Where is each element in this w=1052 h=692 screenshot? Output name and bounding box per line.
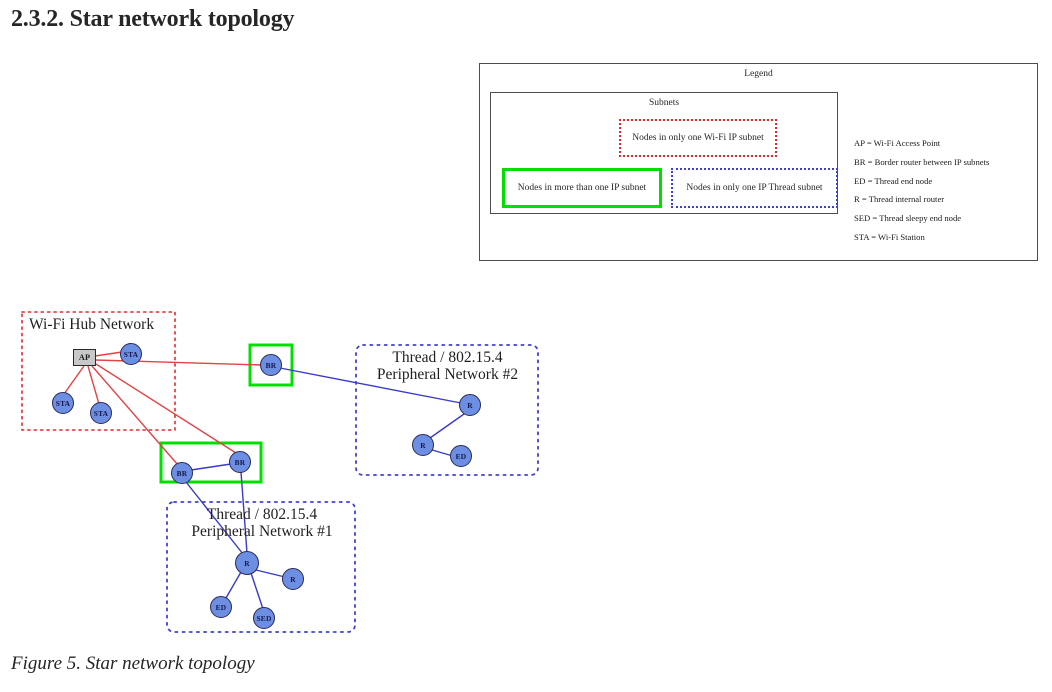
node-br-network-1-b[interactable]: BR	[229, 451, 251, 473]
node-r-network-2-a[interactable]: R	[459, 394, 481, 416]
node-ed-network-1[interactable]: ED	[210, 596, 232, 618]
abbreviation-item: STA = Wi-Fi Station	[854, 231, 925, 242]
legend-thread-ip-subnet-swatch: Nodes in only one IP Thread subnet	[671, 168, 838, 208]
node-ap[interactable]: AP	[73, 349, 96, 366]
subnets-panel: Subnets Nodes in only one Wi-Fi IP subne…	[490, 92, 838, 214]
node-sta-2[interactable]: STA	[52, 392, 74, 414]
node-sed-network-1[interactable]: SED	[253, 607, 275, 629]
node-sta-3[interactable]: STA	[90, 402, 112, 424]
node-r-network-2-b[interactable]: R	[412, 434, 434, 456]
multi-subnet-highlight-br-pair	[159, 441, 263, 484]
node-r-network-1-a[interactable]: R	[235, 551, 259, 575]
legend-multi-ip-subnet-swatch: Nodes in more than one IP subnet	[502, 168, 662, 208]
legend-title: Legend	[744, 69, 773, 79]
subnets-title: Subnets	[648, 98, 680, 108]
page-title: 2.3.2. Star network topology	[11, 6, 295, 32]
abbreviation-item: R = Thread internal router	[854, 194, 945, 205]
abbreviation-item: ED = Thread end node	[854, 175, 933, 186]
node-ed-network-2[interactable]: ED	[450, 445, 472, 467]
node-br-network-2[interactable]: BR	[260, 354, 282, 376]
group-box-thread-network-1	[166, 501, 356, 633]
abbreviation-item: BR = Border router between IP subnets	[854, 156, 990, 167]
network-topology-diagram: Wi-Fi Hub Network Thread / 802.15.4 Peri…	[0, 290, 580, 650]
thread-links	[185, 367, 465, 610]
node-br-network-1-a[interactable]: BR	[171, 462, 193, 484]
legend-thread-ip-subnet-label: Nodes in only one IP Thread subnet	[686, 182, 823, 193]
figure-caption: Figure 5. Star network topology	[11, 653, 255, 674]
legend-panel: Legend Subnets Nodes in only one Wi-Fi I…	[479, 63, 1038, 261]
topology-canvas	[21, 311, 539, 633]
legend-wifi-ip-subnet-label: Nodes in only one Wi-Fi IP subnet	[632, 132, 764, 143]
node-r-network-1-b[interactable]: R	[282, 568, 304, 590]
group-box-thread-network-2	[355, 344, 539, 476]
legend-abbreviation-list: AP = Wi-Fi Access Point BR = Border rout…	[854, 139, 1034, 252]
abbreviation-item: AP = Wi-Fi Access Point	[854, 138, 941, 148]
legend-wifi-ip-subnet-swatch: Nodes in only one Wi-Fi IP subnet	[619, 119, 777, 157]
abbreviation-item: SED = Thread sleepy end node	[854, 213, 962, 224]
group-box-wifi-hub	[21, 311, 176, 431]
node-sta-1[interactable]: STA	[120, 343, 142, 365]
legend-multi-ip-subnet-label: Nodes in more than one IP subnet	[517, 182, 647, 193]
